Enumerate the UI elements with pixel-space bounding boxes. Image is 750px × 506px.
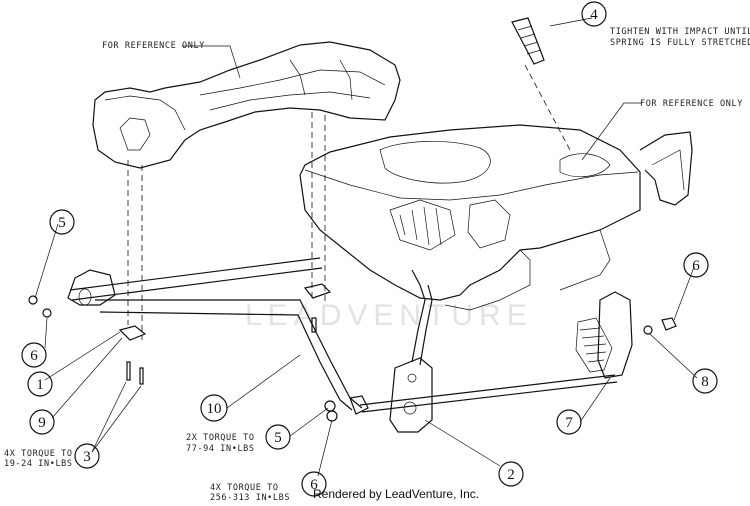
- callout-8-number: 8: [701, 374, 709, 390]
- callout-9-number: 9: [38, 415, 46, 431]
- watermark-text: LEADVENTURE: [245, 299, 533, 332]
- callout-6-right: 6: [683, 252, 709, 278]
- alignment-lines: [127, 64, 571, 340]
- callout-1: 1: [27, 371, 53, 397]
- mower-deck-housing: [299, 124, 693, 311]
- callout-5-top-number: 5: [58, 215, 66, 231]
- callout-7-number: 7: [565, 415, 573, 431]
- callout-1-number: 1: [36, 377, 44, 393]
- callout-10: 10: [200, 394, 228, 422]
- callout-5-mid: 5: [265, 424, 291, 450]
- callout-7: 7: [556, 409, 582, 435]
- watermark: LEADVENTURE: [245, 299, 533, 332]
- callout-6-left-number: 6: [30, 348, 38, 364]
- note-torque-4x-a-line1: 4X TORQUE TO: [4, 449, 73, 459]
- callout-2: 2: [498, 461, 524, 487]
- note-reference-right: FOR REFERENCE ONLY: [640, 99, 743, 109]
- note-torque-2x-line2: 77-94 IN•LBS: [186, 444, 255, 454]
- callout-6-bottom: 6: [301, 471, 327, 497]
- lift-rod-assembly: [28, 17, 677, 433]
- callout-8: 8: [692, 368, 718, 394]
- callout-5-top: 5: [49, 209, 75, 235]
- note-torque-4x-a-line2: 19-24 IN•LBS: [4, 459, 73, 469]
- reference-shroud: [92, 41, 401, 169]
- callout-5-mid-number: 5: [274, 430, 282, 446]
- callout-3-number: 3: [83, 449, 91, 465]
- note-tighten-line2: SPRING IS FULLY STRETCHED: [610, 38, 750, 48]
- callout-9: 9: [29, 409, 55, 435]
- callout-4-number: 4: [590, 7, 598, 23]
- footer-credit: Rendered by LeadVenture, Inc.: [313, 487, 480, 501]
- note-reference-top: FOR REFERENCE ONLY: [102, 41, 205, 51]
- callout-6-left: 6: [21, 342, 47, 368]
- callout-10-number: 10: [207, 401, 222, 417]
- note-torque-2x-line1: 2X TORQUE TO: [186, 433, 255, 443]
- note-torque-4x-b-line1: 4X TORQUE TO: [210, 483, 279, 493]
- callout-2-number: 2: [507, 467, 515, 483]
- callout-6-right-number: 6: [692, 258, 700, 274]
- note-tighten-line1: TIGHTEN WITH IMPACT UNTIL: [610, 27, 750, 37]
- callout-3: 3: [74, 443, 100, 469]
- callout-4: 4: [581, 1, 607, 27]
- leader-lines: [34, 17, 698, 477]
- callout-6-bottom-number: 6: [310, 477, 318, 493]
- note-torque-4x-b-line2: 256-313 IN•LBS: [210, 493, 290, 503]
